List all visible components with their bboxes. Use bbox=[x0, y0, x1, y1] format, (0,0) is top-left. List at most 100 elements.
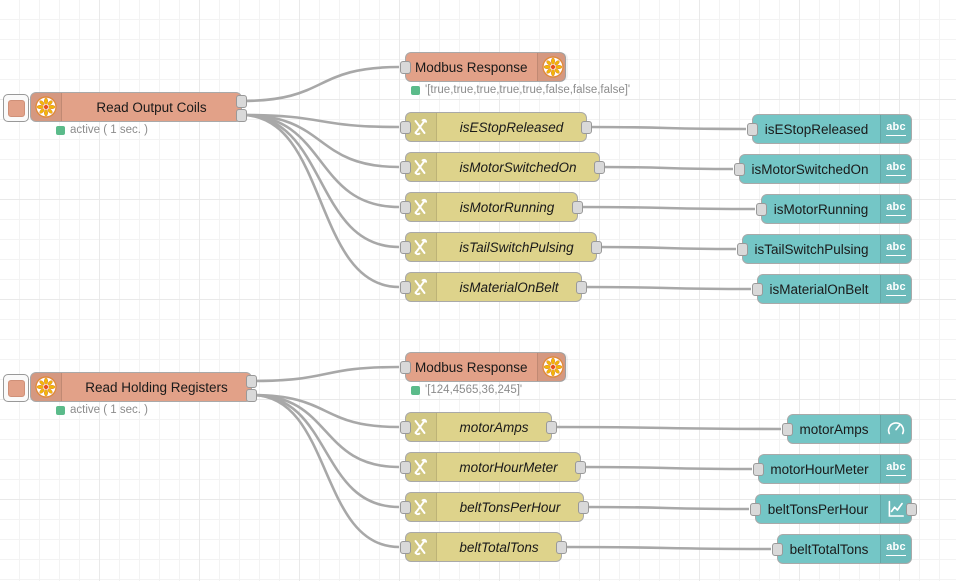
wire-15[interactable] bbox=[580, 465, 753, 471]
output-port[interactable] bbox=[581, 121, 592, 134]
function-icon bbox=[414, 118, 428, 136]
input-port[interactable] bbox=[756, 203, 767, 216]
wire-3[interactable] bbox=[241, 113, 400, 169]
input-port[interactable] bbox=[752, 283, 763, 296]
node-read-output-coils-label: Read Output Coils bbox=[96, 99, 207, 115]
node-function-beltTotalTons[interactable]: beltTotalTons bbox=[400, 532, 567, 562]
output-port[interactable] bbox=[591, 241, 602, 254]
node-function-isEStopReleased[interactable]: isEStopReleased bbox=[400, 112, 592, 142]
wire-2[interactable] bbox=[586, 125, 747, 131]
node-icon-left bbox=[406, 233, 437, 261]
input-port[interactable] bbox=[750, 503, 761, 516]
status-text: '[124,4565,36,245]' bbox=[425, 384, 523, 396]
wire-13[interactable] bbox=[551, 425, 782, 431]
function-icon bbox=[414, 198, 428, 216]
output-port[interactable] bbox=[906, 503, 917, 516]
wire-12[interactable] bbox=[251, 393, 400, 429]
input-port[interactable] bbox=[747, 123, 758, 136]
launch-square bbox=[7, 99, 25, 117]
function-icon bbox=[414, 238, 428, 256]
status-dot bbox=[411, 85, 420, 95]
input-port[interactable] bbox=[400, 501, 411, 514]
output-port[interactable] bbox=[572, 201, 583, 214]
input-port[interactable] bbox=[400, 161, 411, 174]
input-port[interactable] bbox=[400, 61, 411, 74]
node-icon-right bbox=[536, 53, 568, 81]
node-function-beltTonsPerHour[interactable]: beltTonsPerHour bbox=[400, 492, 589, 522]
wire-17[interactable] bbox=[583, 505, 750, 511]
node-icon-right: abc bbox=[880, 275, 911, 303]
node-function-isTailSwitchPulsing[interactable]: isTailSwitchPulsing bbox=[400, 232, 602, 262]
modbus-flower-icon bbox=[35, 376, 57, 398]
wire-16[interactable] bbox=[251, 393, 400, 509]
node-read-output-coils[interactable]: Read Output Coils bbox=[3, 92, 247, 122]
output-port-1[interactable] bbox=[246, 375, 257, 388]
wire-11[interactable] bbox=[251, 365, 400, 383]
wire-0[interactable] bbox=[241, 65, 400, 103]
node-modbus-response-registers-label: Modbus Response bbox=[415, 359, 528, 375]
node-read-holding-registers[interactable]: Read Holding Registers bbox=[3, 372, 257, 402]
node-function-beltTotalTons-label: beltTotalTons bbox=[459, 539, 539, 555]
node-ui-beltTonsPerHour[interactable]: beltTonsPerHour bbox=[750, 494, 917, 524]
node-function-isMotorSwitchedOn[interactable]: isMotorSwitchedOn bbox=[400, 152, 605, 182]
status-text: '[true,true,true,true,true,false,false,f… bbox=[425, 84, 631, 96]
input-port[interactable] bbox=[400, 201, 411, 214]
input-port[interactable] bbox=[400, 421, 411, 434]
wire-9[interactable] bbox=[241, 113, 400, 289]
wire-4[interactable] bbox=[599, 165, 734, 171]
abc-text-icon: abc bbox=[886, 122, 906, 136]
input-port[interactable] bbox=[400, 241, 411, 254]
input-port[interactable] bbox=[400, 541, 411, 554]
node-function-motorHourMeter[interactable]: motorHourMeter bbox=[400, 452, 586, 482]
node-function-motorAmps[interactable]: motorAmps bbox=[400, 412, 557, 442]
node-ui-beltTotalTons-label: beltTotalTons bbox=[789, 541, 869, 557]
wire-5[interactable] bbox=[241, 113, 400, 209]
node-function-motorHourMeter-label: motorHourMeter bbox=[459, 459, 558, 475]
input-port[interactable] bbox=[753, 463, 764, 476]
output-port-2[interactable] bbox=[236, 109, 247, 122]
node-modbus-response-registers[interactable]: Modbus Response bbox=[400, 352, 568, 382]
wire-7[interactable] bbox=[241, 113, 400, 249]
node-function-isMaterialOnBelt[interactable]: isMaterialOnBelt bbox=[400, 272, 587, 302]
output-port-2[interactable] bbox=[246, 389, 257, 402]
input-port[interactable] bbox=[400, 121, 411, 134]
wire-10[interactable] bbox=[581, 285, 752, 291]
output-port[interactable] bbox=[575, 461, 586, 474]
node-ui-isMotorSwitchedOn-label: isMotorSwitchedOn bbox=[751, 161, 869, 177]
input-port[interactable] bbox=[737, 243, 748, 256]
node-icon-right: abc bbox=[880, 455, 911, 483]
node-modbus-response-coils[interactable]: Modbus Response bbox=[400, 52, 568, 82]
wire-18[interactable] bbox=[251, 393, 400, 549]
output-port[interactable] bbox=[578, 501, 589, 514]
node-function-isMotorRunning[interactable]: isMotorRunning bbox=[400, 192, 583, 222]
wire-19[interactable] bbox=[561, 545, 772, 551]
node-ui-motorAmps[interactable]: motorAmps bbox=[782, 414, 912, 444]
wire-14[interactable] bbox=[251, 393, 400, 469]
output-port-1[interactable] bbox=[236, 95, 247, 108]
wire-8[interactable] bbox=[596, 245, 737, 251]
wire-1[interactable] bbox=[241, 113, 400, 129]
output-port[interactable] bbox=[546, 421, 557, 434]
node-icon-left bbox=[31, 373, 62, 401]
output-port[interactable] bbox=[594, 161, 605, 174]
input-port[interactable] bbox=[734, 163, 745, 176]
wire-6[interactable] bbox=[577, 205, 756, 211]
output-port[interactable] bbox=[556, 541, 567, 554]
input-port[interactable] bbox=[400, 361, 411, 374]
input-port[interactable] bbox=[782, 423, 793, 436]
input-port[interactable] bbox=[400, 461, 411, 474]
inject-trigger-button[interactable] bbox=[3, 94, 29, 122]
inject-trigger-button[interactable] bbox=[3, 374, 29, 402]
input-port[interactable] bbox=[772, 543, 783, 556]
input-port[interactable] bbox=[400, 281, 411, 294]
output-port[interactable] bbox=[576, 281, 587, 294]
modbus-flower-icon bbox=[541, 356, 564, 378]
